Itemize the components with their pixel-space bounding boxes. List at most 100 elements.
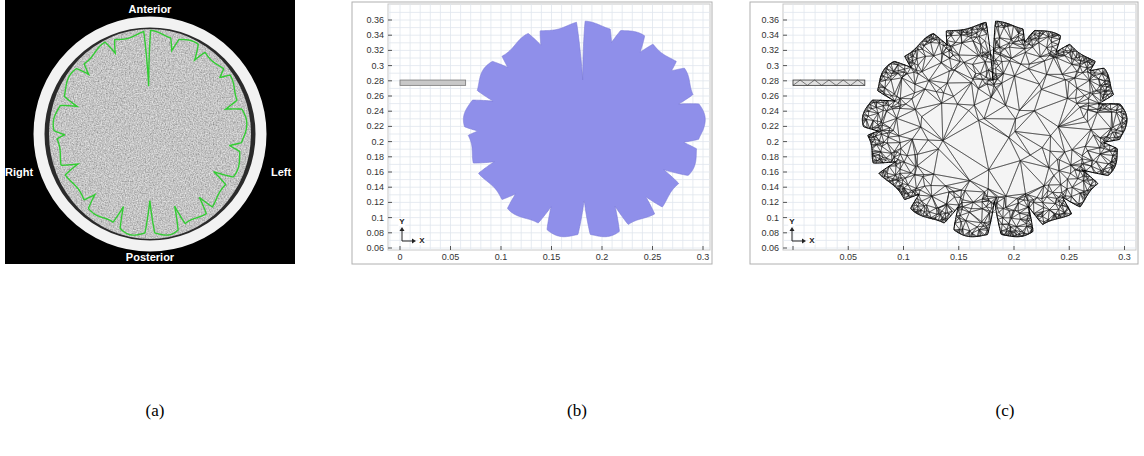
cortex-contour bbox=[53, 30, 247, 235]
grid bbox=[388, 4, 710, 250]
tick-mark bbox=[388, 96, 392, 97]
grid-line bbox=[440, 4, 441, 250]
tick-mark bbox=[783, 202, 787, 203]
y-tick-label: 0.34 bbox=[366, 31, 384, 40]
axis-arrowhead bbox=[400, 227, 405, 231]
meshed-source-bar bbox=[793, 80, 865, 85]
x-tick-label: 0.15 bbox=[950, 253, 968, 262]
y-tick-label: 0.22 bbox=[366, 122, 384, 131]
grid-line bbox=[783, 248, 1136, 249]
brain-tissue bbox=[45, 25, 255, 245]
orientation-label: Anterior bbox=[129, 4, 172, 15]
grid-line bbox=[388, 240, 710, 241]
tick-mark bbox=[958, 246, 959, 250]
orientation-label: Posterior bbox=[126, 252, 174, 263]
grid-line bbox=[783, 20, 1136, 21]
y-tick-label: 0.36 bbox=[366, 16, 384, 25]
y-tick-label: 0.32 bbox=[366, 46, 384, 55]
y-tick-label: 0.22 bbox=[761, 122, 779, 131]
grid-line bbox=[848, 4, 849, 250]
y-tick-label: 0.24 bbox=[761, 107, 779, 116]
tick-mark bbox=[783, 172, 787, 173]
orientation-label: Left bbox=[271, 167, 291, 178]
y-tick-label: 0.26 bbox=[366, 92, 384, 101]
tick-mark bbox=[1069, 246, 1070, 250]
ct-panel bbox=[5, 0, 295, 264]
tick-mark bbox=[1124, 246, 1125, 250]
axis-name: Y bbox=[788, 218, 795, 226]
tick-mark bbox=[783, 50, 787, 51]
y-tick-label: 0.18 bbox=[761, 152, 779, 161]
grid-line bbox=[388, 27, 710, 28]
axis-arrowhead bbox=[802, 239, 806, 244]
y-tick-label: 0.3 bbox=[371, 61, 384, 70]
brain-geometry bbox=[463, 21, 705, 237]
y-tick-label: 0.1 bbox=[371, 213, 384, 222]
tick-mark bbox=[848, 246, 849, 250]
y-tick-label: 0.14 bbox=[366, 183, 384, 192]
tick-mark bbox=[652, 246, 653, 250]
tick-mark bbox=[783, 187, 787, 188]
geometry-panel bbox=[352, 2, 712, 264]
x-tick-label: 0.2 bbox=[1008, 253, 1021, 262]
x-tick-label: 0.05 bbox=[839, 253, 857, 262]
tick-mark bbox=[793, 246, 794, 250]
tick-mark bbox=[388, 172, 392, 173]
tick-mark bbox=[703, 246, 704, 250]
grid-line bbox=[388, 232, 710, 233]
axis-name: X bbox=[418, 237, 425, 245]
grid-line bbox=[460, 4, 461, 250]
grid-line bbox=[826, 4, 827, 250]
source-bar bbox=[400, 80, 466, 85]
tick-mark bbox=[400, 246, 401, 250]
tick-mark bbox=[388, 20, 392, 21]
tick-mark bbox=[388, 156, 392, 157]
x-tick-label: 0.3 bbox=[697, 253, 710, 262]
tick-mark bbox=[1014, 246, 1015, 250]
plot-area bbox=[783, 4, 1136, 250]
grid-line bbox=[420, 4, 421, 250]
panel-caption: (a) bbox=[146, 402, 165, 419]
grid-line bbox=[450, 4, 451, 250]
grid-line bbox=[783, 27, 1136, 28]
axis-arrowhead bbox=[412, 239, 416, 244]
y-tick-label: 0.06 bbox=[761, 244, 779, 253]
y-tick-label: 0.08 bbox=[761, 228, 779, 237]
y-tick-label: 0.34 bbox=[761, 31, 779, 40]
tick-mark bbox=[602, 246, 603, 250]
panel-caption: (c) bbox=[996, 402, 1015, 419]
y-tick-label: 0.06 bbox=[366, 244, 384, 253]
grid-line bbox=[430, 4, 431, 250]
x-tick-label: 0.25 bbox=[644, 253, 662, 262]
x-tick-label: 0.2 bbox=[596, 253, 609, 262]
bar-mesh bbox=[793, 80, 865, 85]
tick-mark bbox=[783, 65, 787, 66]
y-tick-label: 0.12 bbox=[761, 198, 779, 207]
grid-line bbox=[815, 4, 816, 250]
y-tick-label: 0.3 bbox=[766, 61, 779, 70]
y-tick-label: 0.26 bbox=[761, 92, 779, 101]
tick-mark bbox=[388, 35, 392, 36]
grid-line bbox=[859, 4, 860, 250]
grid bbox=[783, 4, 1136, 250]
tick-mark bbox=[388, 126, 392, 127]
y-tick-label: 0.24 bbox=[366, 107, 384, 116]
x-tick-label: 0 bbox=[397, 253, 402, 262]
tick-mark bbox=[388, 202, 392, 203]
tick-mark bbox=[388, 232, 392, 233]
x-tick-label: 0.15 bbox=[543, 253, 561, 262]
grid-line bbox=[388, 248, 710, 249]
tick-mark bbox=[783, 96, 787, 97]
tick-mark bbox=[783, 80, 787, 81]
y-tick-label: 0.12 bbox=[366, 198, 384, 207]
tick-mark bbox=[783, 156, 787, 157]
tick-mark bbox=[783, 141, 787, 142]
grid-line bbox=[388, 12, 710, 13]
grid-line bbox=[410, 4, 411, 250]
y-tick-label: 0.14 bbox=[761, 183, 779, 192]
tick-mark bbox=[783, 217, 787, 218]
grid-line bbox=[793, 4, 794, 250]
axis-name: X bbox=[808, 237, 815, 245]
